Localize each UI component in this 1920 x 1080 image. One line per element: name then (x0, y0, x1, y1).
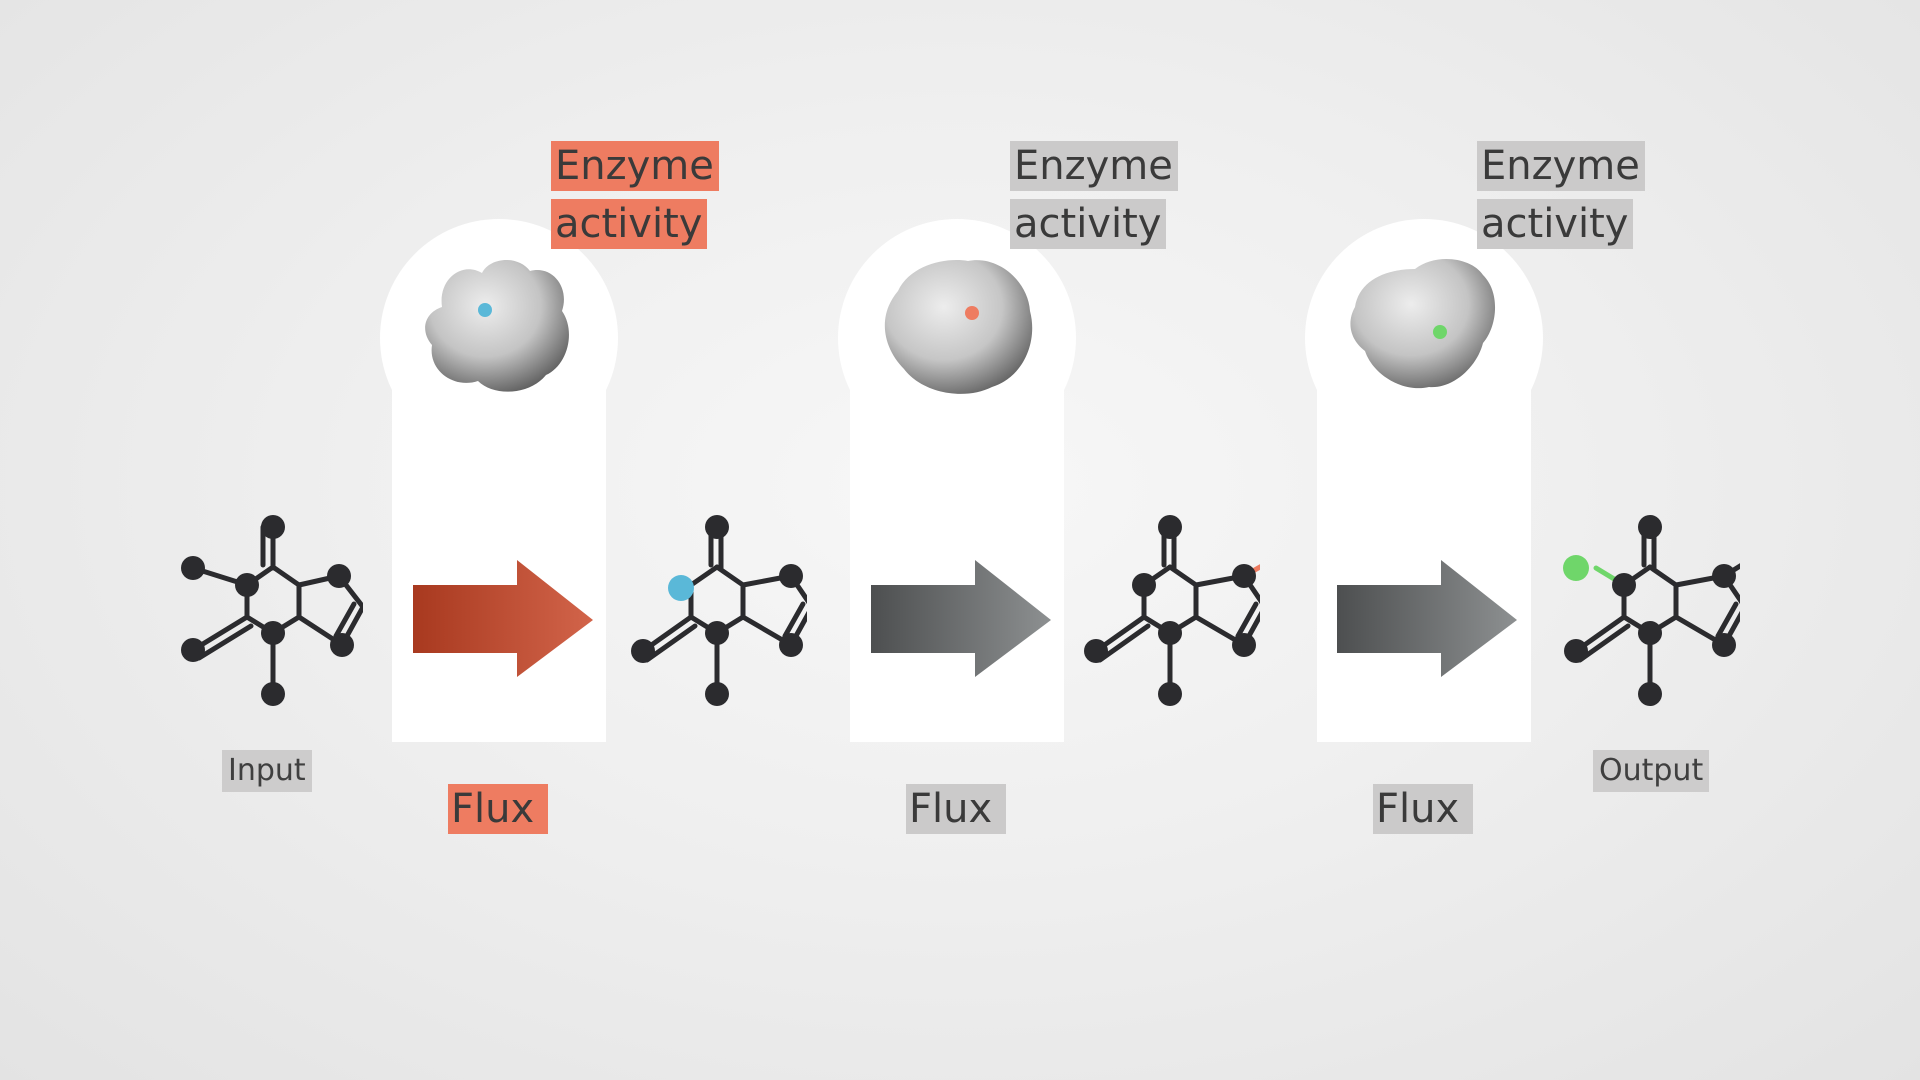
blue-group-atom (668, 575, 694, 601)
step-3-flux-arrow-icon (1337, 560, 1517, 677)
step-3-flux-label: Flux (1373, 784, 1474, 834)
active-site-blue (478, 303, 492, 317)
step-2-flux-label: Flux (906, 784, 1007, 834)
step-1-enzyme-activity-label-line1: Enzyme (551, 141, 719, 191)
step-1-enzyme-activity-label-line2: activity (551, 199, 708, 249)
step-2-enzyme-circle (838, 219, 1076, 457)
step-1-flux-label: Flux (448, 784, 549, 834)
step-3-enzyme-activity-label-line1: Enzyme (1477, 141, 1645, 191)
step-3-enzyme-activity-label-line2: activity (1477, 199, 1634, 249)
step-2-enzyme-activity-label-line1: Enzyme (1010, 141, 1178, 191)
enzyme-icon (425, 259, 569, 392)
intermediate-molecule-2-icon (1084, 515, 1260, 706)
enzyme-icon (1350, 258, 1496, 389)
output-molecule-icon (1563, 515, 1740, 706)
input-label: Input (222, 750, 312, 792)
active-site-orange (965, 306, 979, 320)
output-label: Output (1593, 750, 1710, 792)
step-3-enzyme-circle (1305, 219, 1543, 457)
intermediate-molecule-1-icon (631, 515, 807, 706)
step-1-flux-arrow-icon (413, 560, 593, 677)
input-molecule-icon (181, 515, 363, 706)
step-2-flux-arrow-icon (871, 560, 1051, 677)
enzyme-icon (884, 260, 1033, 394)
step-2-enzyme-activity-label-line2: activity (1010, 199, 1167, 249)
green-group-atom (1563, 555, 1589, 581)
step-1-enzyme-circle (380, 219, 618, 457)
active-site-green (1433, 325, 1447, 339)
